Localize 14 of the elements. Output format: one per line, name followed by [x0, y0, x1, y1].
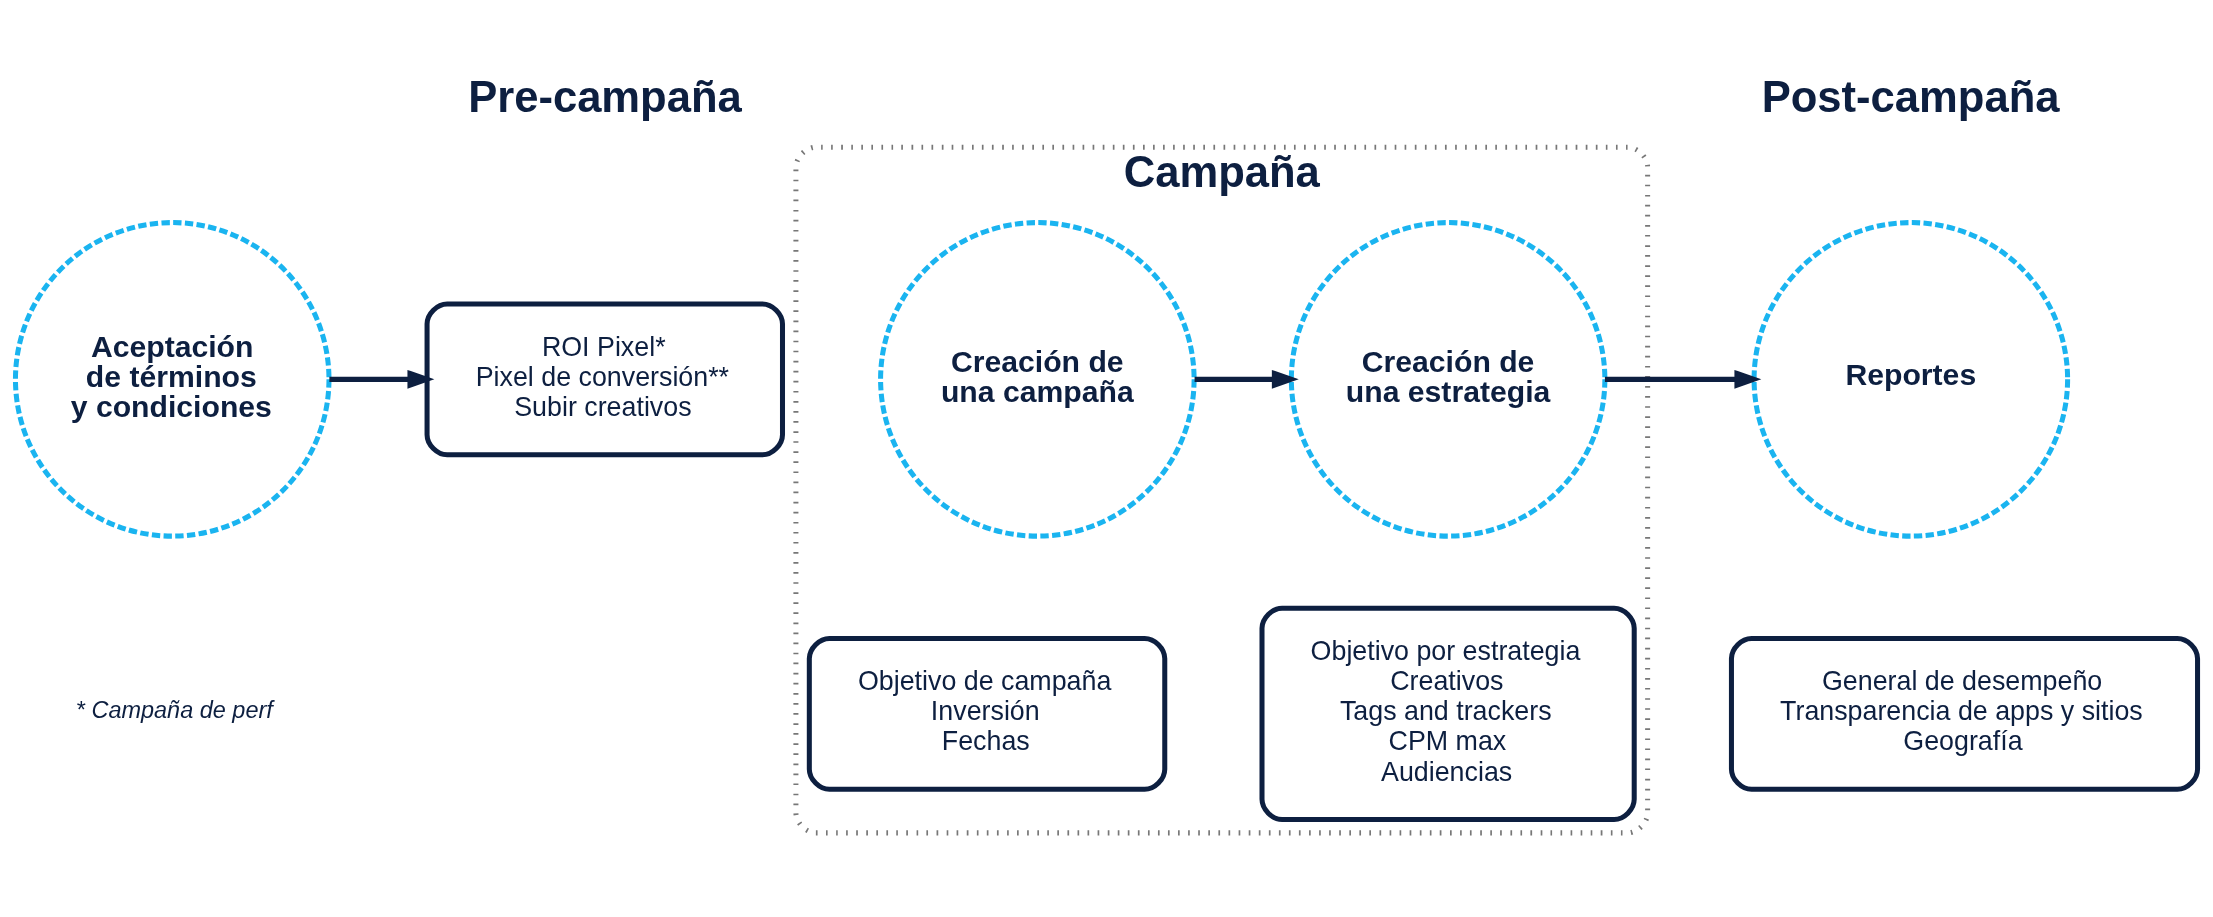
node-box: ROI Pixel* Pixel de conversión** Subir creativos	[424, 300, 785, 457]
label: Post-campaña	[1761, 72, 2060, 121]
node-circle: Creación de una estrategia	[1288, 219, 1608, 539]
arrow	[1194, 369, 1299, 389]
node-box: General de desempeño Transparencia de apps y sitios Geografía	[1728, 635, 2201, 792]
arrow	[1604, 369, 1762, 389]
node-box: Objetivo por estrategia Creativos Tags and trackers CPM max Audiencias	[1259, 605, 1637, 822]
label: Pre-campaña	[468, 72, 742, 121]
arrow	[329, 369, 435, 389]
node-circle: Aceptación de términos y condiciones	[12, 219, 332, 539]
node-circle: Creación de una campaña	[878, 219, 1197, 539]
label: * Campaña de perf	[75, 696, 273, 723]
node-box: Objetivo de campaña Inversión Fechas	[806, 635, 1168, 792]
node-circle: Reportes	[1751, 219, 2071, 539]
